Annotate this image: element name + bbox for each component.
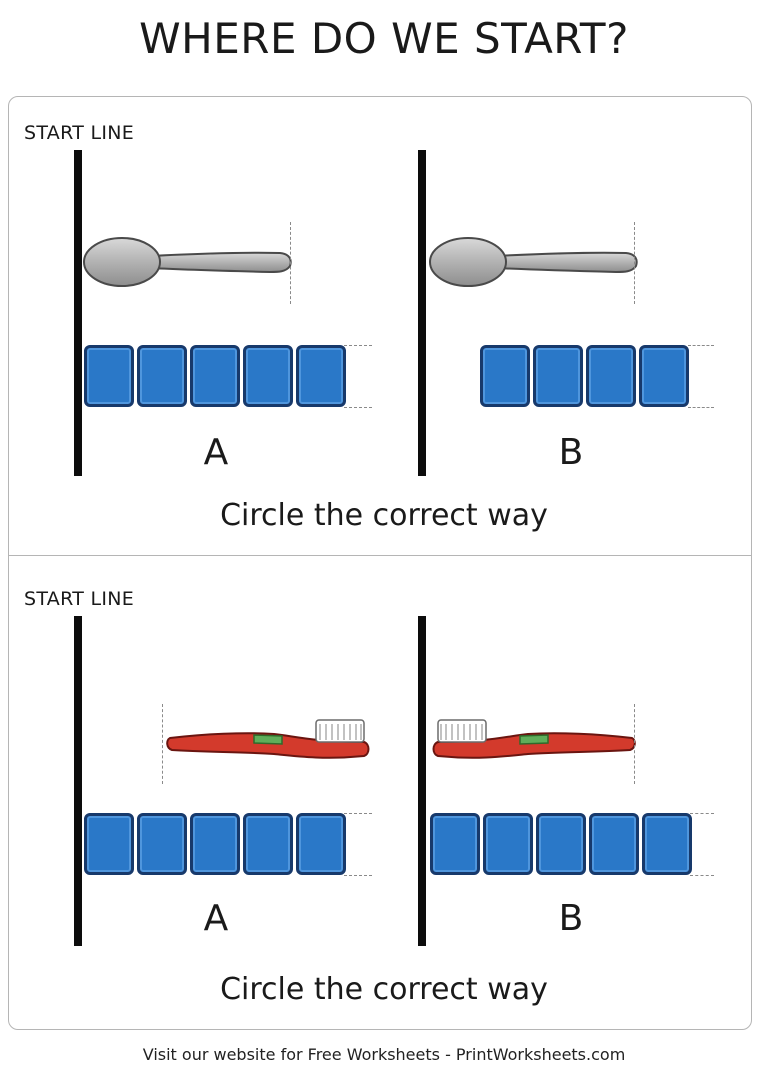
block-guide — [344, 875, 372, 876]
measuring-block — [589, 813, 639, 875]
page-title: WHERE DO WE START? — [139, 14, 629, 63]
start-line-a — [74, 616, 82, 946]
block-guide — [690, 813, 714, 814]
length-guide — [634, 222, 635, 304]
option-letter-b[interactable]: B — [558, 432, 584, 473]
start-line-label: START LINE — [24, 588, 135, 610]
spoon-icon — [429, 237, 638, 287]
measuring-block — [480, 345, 530, 407]
block-guide — [688, 345, 714, 346]
spoon-icon — [83, 237, 292, 287]
start-line-b — [418, 616, 426, 946]
measuring-block — [243, 345, 293, 407]
section-toothbrush: START LINE A B Circle the cor — [0, 566, 768, 1036]
measuring-block — [642, 813, 692, 875]
block-row-a — [84, 813, 346, 875]
block-row-b — [430, 813, 692, 875]
length-guide — [290, 222, 291, 304]
measuring-block — [536, 813, 586, 875]
section-spoon: START LINE A — [0, 100, 768, 570]
length-guide — [634, 704, 635, 784]
measuring-block — [430, 813, 480, 875]
measuring-block — [296, 813, 346, 875]
measuring-block — [533, 345, 583, 407]
start-line-label: START LINE — [24, 122, 135, 144]
block-guide — [344, 407, 372, 408]
block-row-b — [480, 345, 689, 407]
instruction-text: Circle the correct way — [220, 972, 548, 1007]
measuring-block — [639, 345, 689, 407]
option-letter-b[interactable]: B — [558, 898, 584, 939]
footer-text: Visit our website for Free Worksheets - … — [142, 1045, 626, 1064]
measuring-block — [483, 813, 533, 875]
start-line-b — [418, 150, 426, 476]
toothbrush-icon — [432, 719, 636, 759]
measuring-block — [137, 345, 187, 407]
block-guide — [688, 407, 714, 408]
toothbrush-icon — [166, 719, 370, 759]
block-guide — [690, 875, 714, 876]
measuring-block — [137, 813, 187, 875]
measuring-block — [84, 813, 134, 875]
option-letter-a[interactable]: A — [203, 898, 229, 939]
section-divider — [8, 555, 751, 556]
measuring-block — [190, 345, 240, 407]
measuring-block — [84, 345, 134, 407]
block-guide — [344, 813, 372, 814]
length-guide — [162, 704, 163, 784]
start-line-a — [74, 150, 82, 476]
instruction-text: Circle the correct way — [220, 498, 548, 533]
measuring-block — [190, 813, 240, 875]
block-guide — [344, 345, 372, 346]
measuring-block — [243, 813, 293, 875]
block-row-a — [84, 345, 346, 407]
measuring-block — [586, 345, 636, 407]
option-letter-a[interactable]: A — [203, 432, 229, 473]
measuring-block — [296, 345, 346, 407]
